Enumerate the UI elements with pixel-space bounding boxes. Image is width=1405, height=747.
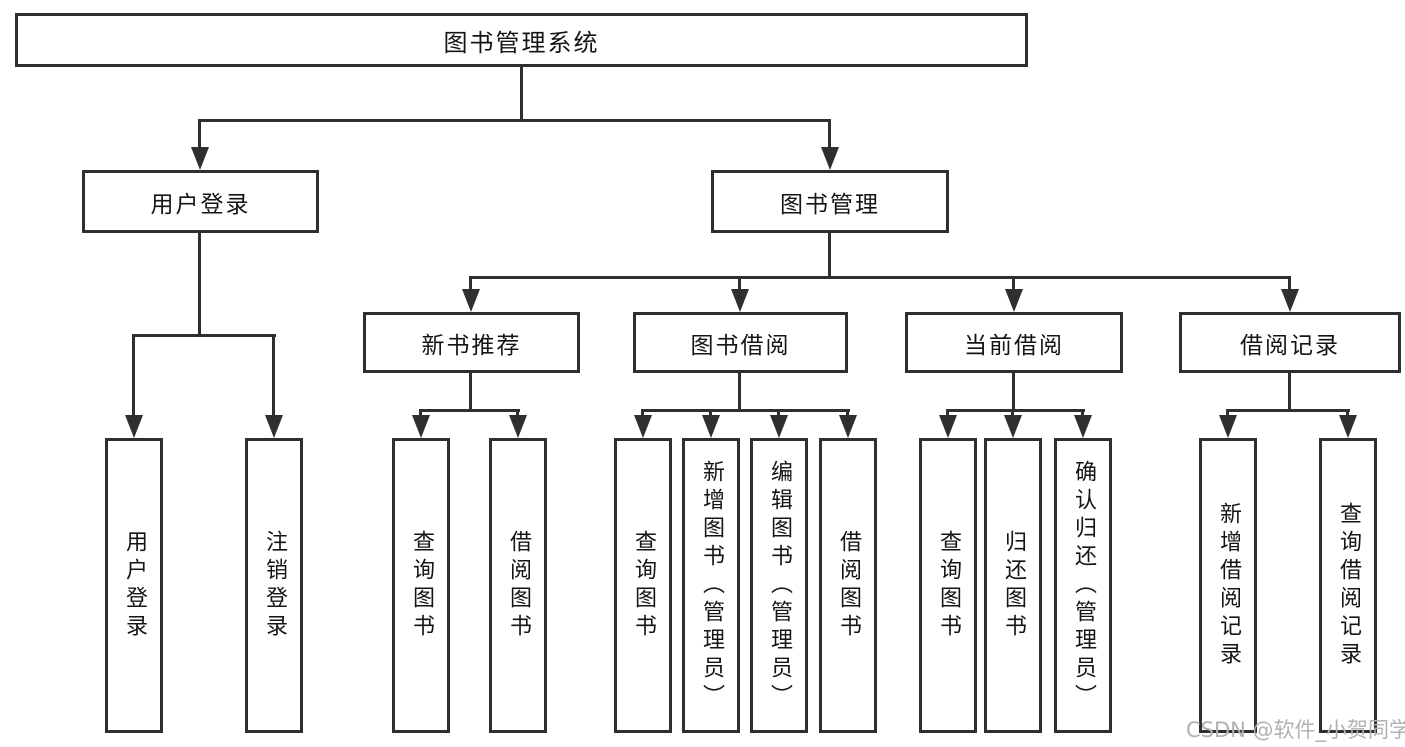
leaf-add-borrow-record: 新增借阅记录 <box>1199 438 1257 733</box>
node-root: 图书管理系统 <box>15 13 1028 67</box>
connector-level2-bar <box>198 119 831 122</box>
connector-drop-a1 <box>132 334 135 418</box>
leaf-query-borrow-record: 查询借阅记录 <box>1319 438 1377 733</box>
arrow-down-icon <box>412 415 430 438</box>
arrow-down-icon <box>1005 289 1023 312</box>
leaf-query-books-2: 查询图书 <box>614 438 672 733</box>
connector-group-b-stem <box>469 372 472 412</box>
connector-drop-new-book-rec <box>469 276 472 292</box>
connector-drop-d3 <box>1081 409 1084 418</box>
leaf-query-books-2-label: 查询图书 <box>631 529 656 642</box>
arrow-down-icon <box>125 415 143 438</box>
arrow-down-icon <box>939 415 957 438</box>
leaf-add-borrow-record-label: 新增借阅记录 <box>1216 501 1241 670</box>
arrow-down-icon <box>1219 415 1237 438</box>
leaf-query-books-3-label: 查询图书 <box>936 529 961 642</box>
node-new-book-recommend-label: 新书推荐 <box>421 332 522 359</box>
arrow-down-icon <box>821 147 839 170</box>
node-borrow-records: 借阅记录 <box>1179 312 1401 373</box>
leaf-query-books-1-label: 查询图书 <box>409 529 434 642</box>
leaf-return-books: 归还图书 <box>984 438 1042 733</box>
leaf-borrow-books-2: 借阅图书 <box>819 438 877 733</box>
leaf-borrow-books-1-label: 借阅图书 <box>506 529 531 642</box>
node-book-borrow: 图书借阅 <box>633 312 848 373</box>
leaf-edit-books-admin: 编辑图书（管理员） <box>750 438 808 733</box>
connector-level3-bar <box>469 276 1291 279</box>
node-root-label: 图书管理系统 <box>443 28 600 57</box>
connector-group-d-bar <box>946 409 1085 412</box>
connector-drop-e2 <box>1346 409 1349 418</box>
arrow-down-icon <box>731 289 749 312</box>
arrow-down-icon <box>1339 415 1357 438</box>
connector-drop-b2 <box>516 409 519 418</box>
node-current-borrow: 当前借阅 <box>905 312 1123 373</box>
node-current-borrow-label: 当前借阅 <box>964 332 1064 359</box>
leaf-return-books-label: 归还图书 <box>1001 529 1026 642</box>
leaf-user-login: 用户登录 <box>105 438 163 733</box>
leaf-add-books-admin: 新增图书（管理员） <box>682 438 740 733</box>
connector-group-c-bar <box>641 409 850 412</box>
leaf-query-books-3: 查询图书 <box>919 438 977 733</box>
arrow-down-icon <box>770 415 788 438</box>
connector-root-stem <box>520 67 523 122</box>
connector-drop-book-borrow <box>738 276 741 292</box>
leaf-confirm-return-admin-label: 确认归还（管理员） <box>1071 459 1096 712</box>
connector-drop-e1 <box>1226 409 1229 418</box>
arrow-down-icon <box>1074 415 1092 438</box>
connector-drop-a2 <box>272 334 275 418</box>
node-book-management: 图书管理 <box>711 170 949 233</box>
connector-drop-borrow-records <box>1288 276 1291 292</box>
connector-group-e-stem <box>1288 372 1291 412</box>
node-user-login-label: 用户登录 <box>150 191 251 218</box>
leaf-user-login-label: 用户登录 <box>122 529 147 642</box>
leaf-logout-label: 注销登录 <box>262 529 287 642</box>
arrow-down-icon <box>462 289 480 312</box>
arrow-down-icon <box>634 415 652 438</box>
leaf-edit-books-admin-label: 编辑图书（管理员） <box>767 459 792 712</box>
arrow-down-icon <box>265 415 283 438</box>
leaf-logout: 注销登录 <box>245 438 303 733</box>
node-new-book-recommend: 新书推荐 <box>363 312 580 373</box>
connector-group-d-stem <box>1012 372 1015 412</box>
connector-drop-c4 <box>846 409 849 418</box>
connector-book-mgmt-stem <box>828 232 831 278</box>
leaf-query-borrow-record-label: 查询借阅记录 <box>1336 501 1361 670</box>
arrow-down-icon <box>1004 415 1022 438</box>
leaf-add-books-admin-label: 新增图书（管理员） <box>699 459 724 712</box>
watermark: CSDN @软件_小贺同学 <box>1186 718 1405 742</box>
connector-group-a-bar <box>132 334 276 337</box>
leaf-confirm-return-admin: 确认归还（管理员） <box>1054 438 1112 733</box>
connector-drop-current-borrow <box>1012 276 1015 292</box>
connector-drop-b1 <box>419 409 422 418</box>
arrow-down-icon <box>702 415 720 438</box>
connector-drop-c3 <box>777 409 780 418</box>
connector-drop-c2 <box>709 409 712 418</box>
connector-drop-user-login <box>198 119 201 149</box>
connector-drop-d2 <box>1011 409 1014 418</box>
connector-drop-c1 <box>641 409 644 418</box>
leaf-borrow-books-1: 借阅图书 <box>489 438 547 733</box>
node-user-login: 用户登录 <box>82 170 319 233</box>
arrow-down-icon <box>839 415 857 438</box>
arrow-down-icon <box>509 415 527 438</box>
node-book-borrow-label: 图书借阅 <box>690 332 791 359</box>
connector-group-b-bar <box>419 409 520 412</box>
node-book-management-label: 图书管理 <box>780 191 880 218</box>
connector-user-login-stem <box>198 232 201 336</box>
leaf-borrow-books-2-label: 借阅图书 <box>836 529 861 642</box>
leaf-query-books-1: 查询图书 <box>392 438 450 733</box>
connector-drop-d1 <box>946 409 949 418</box>
arrow-down-icon <box>191 147 209 170</box>
connector-group-c-stem <box>738 372 741 412</box>
node-borrow-records-label: 借阅记录 <box>1240 332 1340 359</box>
arrow-down-icon <box>1281 289 1299 312</box>
connector-group-e-bar <box>1226 409 1350 412</box>
connector-drop-book-mgmt <box>828 119 831 149</box>
